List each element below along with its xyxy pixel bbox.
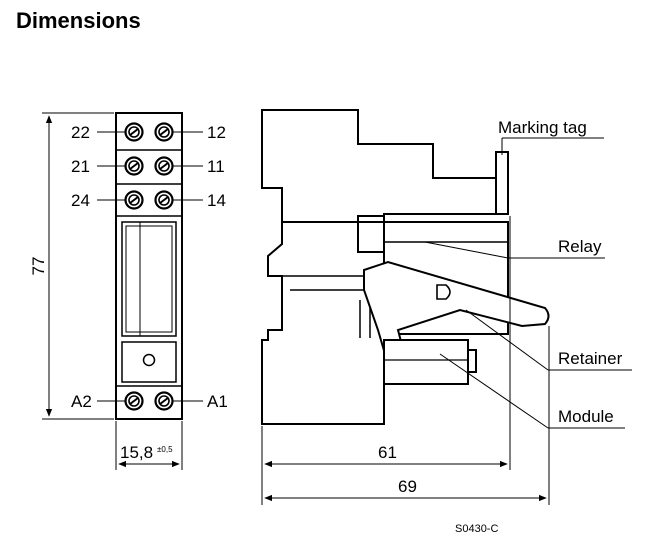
callout-relay: Relay xyxy=(558,237,602,256)
relay-window xyxy=(121,221,177,337)
screw-terminal-11 xyxy=(154,156,174,176)
callout-module: Module xyxy=(558,407,614,426)
marking-tag xyxy=(495,151,509,215)
socket-lower-body xyxy=(261,300,385,425)
terminal-label-a1: A1 xyxy=(207,392,228,411)
module-body xyxy=(383,339,469,385)
side-callouts: Marking tag Relay Retainer Module xyxy=(424,118,632,429)
module-pin xyxy=(467,349,477,373)
callout-retainer: Retainer xyxy=(558,349,623,368)
screw-terminal-a2 xyxy=(124,391,144,411)
socket-upper-body xyxy=(261,109,497,223)
callout-marking-tag: Marking tag xyxy=(498,118,587,137)
side-view xyxy=(261,109,550,425)
drawing-code: S0430-C xyxy=(455,523,499,535)
terminal-label-11: 11 xyxy=(207,157,225,176)
dim-69-value: 69 xyxy=(398,477,417,496)
relay-top-flange xyxy=(357,215,385,253)
screw-terminal-21 xyxy=(124,156,144,176)
height-dimension-value: 77 xyxy=(29,257,48,276)
screw-terminal-14 xyxy=(154,190,174,210)
page-title: Dimensions xyxy=(16,8,141,33)
screw-terminal-22 xyxy=(124,122,144,142)
side-dimensions: 61 69 xyxy=(261,216,550,505)
terminal-label-12: 12 xyxy=(207,123,226,142)
terminal-label-21: 21 xyxy=(71,157,90,176)
dim-61-value: 61 xyxy=(378,443,397,462)
front-view: 22 12 21 11 24 14 A2 A1 77 15,8 ±0,5 xyxy=(29,112,228,470)
front-housing xyxy=(115,112,183,420)
width-dimension-tolerance: ±0,5 xyxy=(157,445,173,454)
terminal-label-24: 24 xyxy=(71,191,90,210)
screw-terminal-24 xyxy=(124,190,144,210)
retainer-grip xyxy=(436,284,451,300)
screw-terminal-a1 xyxy=(154,391,174,411)
terminal-label-22: 22 xyxy=(71,123,90,142)
screw-terminal-12 xyxy=(154,122,174,142)
width-dimension-value: 15,8 xyxy=(120,443,153,462)
led-indicator xyxy=(142,353,156,367)
terminal-label-a2: A2 xyxy=(71,392,92,411)
terminal-label-14: 14 xyxy=(207,191,226,210)
